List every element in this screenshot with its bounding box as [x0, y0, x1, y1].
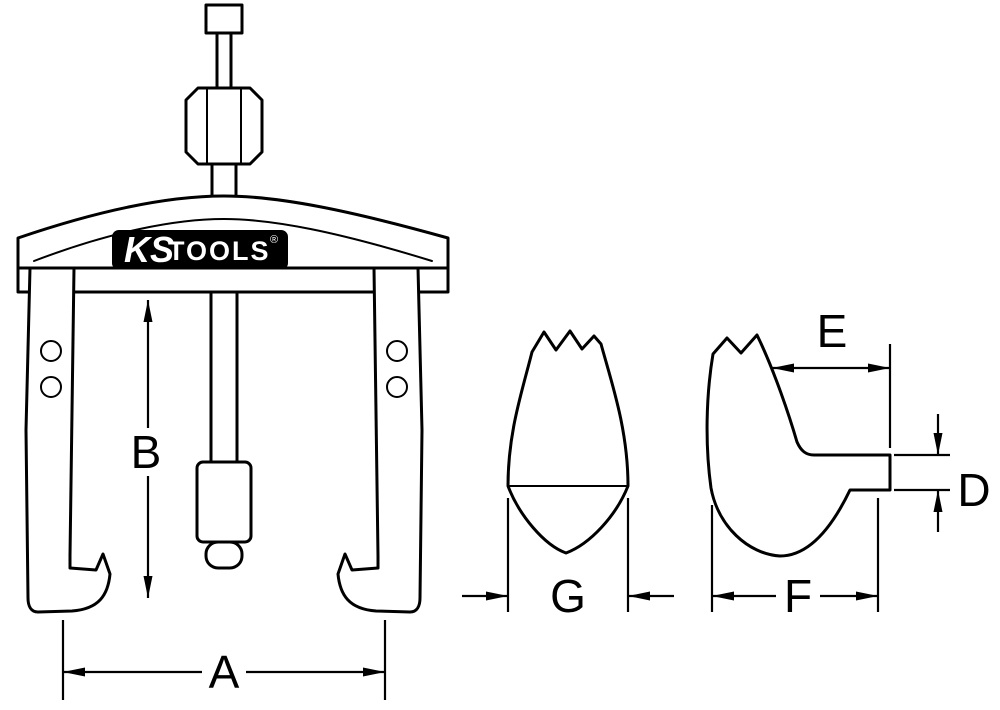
logo-brand-text: KS [124, 229, 174, 270]
hex-nut-facets [206, 87, 242, 165]
dim-arrow-b-bottom [143, 576, 153, 598]
hook-side-view [705, 333, 892, 558]
dim-arrow-e-right [868, 363, 890, 373]
spindle-tip [204, 540, 244, 570]
dim-arrow-g-left [486, 591, 508, 601]
hex-nut [184, 86, 264, 166]
dim-arrow-f-right [856, 591, 878, 601]
logo-suffix-text: TOOLS [168, 236, 271, 266]
ks-tools-logo: KS TOOLS ® [112, 229, 288, 270]
arm-right-hole-top [386, 340, 408, 362]
dimension-annotations: B A G E D [61, 300, 991, 700]
dim-arrow-a-right [363, 667, 385, 677]
arm-right-hole-bottom [386, 376, 408, 398]
puller-arm-left [24, 266, 112, 614]
hook-side-outline [705, 333, 892, 558]
claw-detail-view [506, 329, 630, 555]
logo-registered-mark: ® [270, 234, 278, 246]
spindle-rod [215, 28, 233, 94]
dim-arrow-d-top [933, 433, 943, 455]
claw-detail-outline [506, 329, 630, 555]
dim-arrow-f-left [712, 591, 734, 601]
dim-arrow-a-left [63, 667, 85, 677]
spindle-square-head [204, 3, 244, 35]
dim-label-f: F [784, 570, 812, 622]
center-spindle [209, 290, 239, 464]
dim-label-b: B [131, 426, 162, 478]
dim-arrow-b-top [143, 300, 153, 322]
dim-label-g: G [550, 570, 586, 622]
arm-left-hole-top [40, 340, 62, 362]
dim-arrow-g-right [628, 591, 650, 601]
yoke-inner-edge [33, 217, 433, 262]
puller-arm-right [336, 266, 424, 614]
spindle-cylinder [195, 460, 253, 544]
logo-plate [112, 230, 288, 270]
dim-arrow-d-bottom [933, 490, 943, 512]
puller-front-view: KS TOOLS ® [16, 3, 450, 614]
dim-label-a: A [209, 646, 240, 698]
dim-label-d: D [957, 464, 990, 516]
arm-left-hole-bottom [40, 376, 62, 398]
dim-arrow-e-left [772, 363, 794, 373]
dim-label-e: E [817, 305, 848, 357]
